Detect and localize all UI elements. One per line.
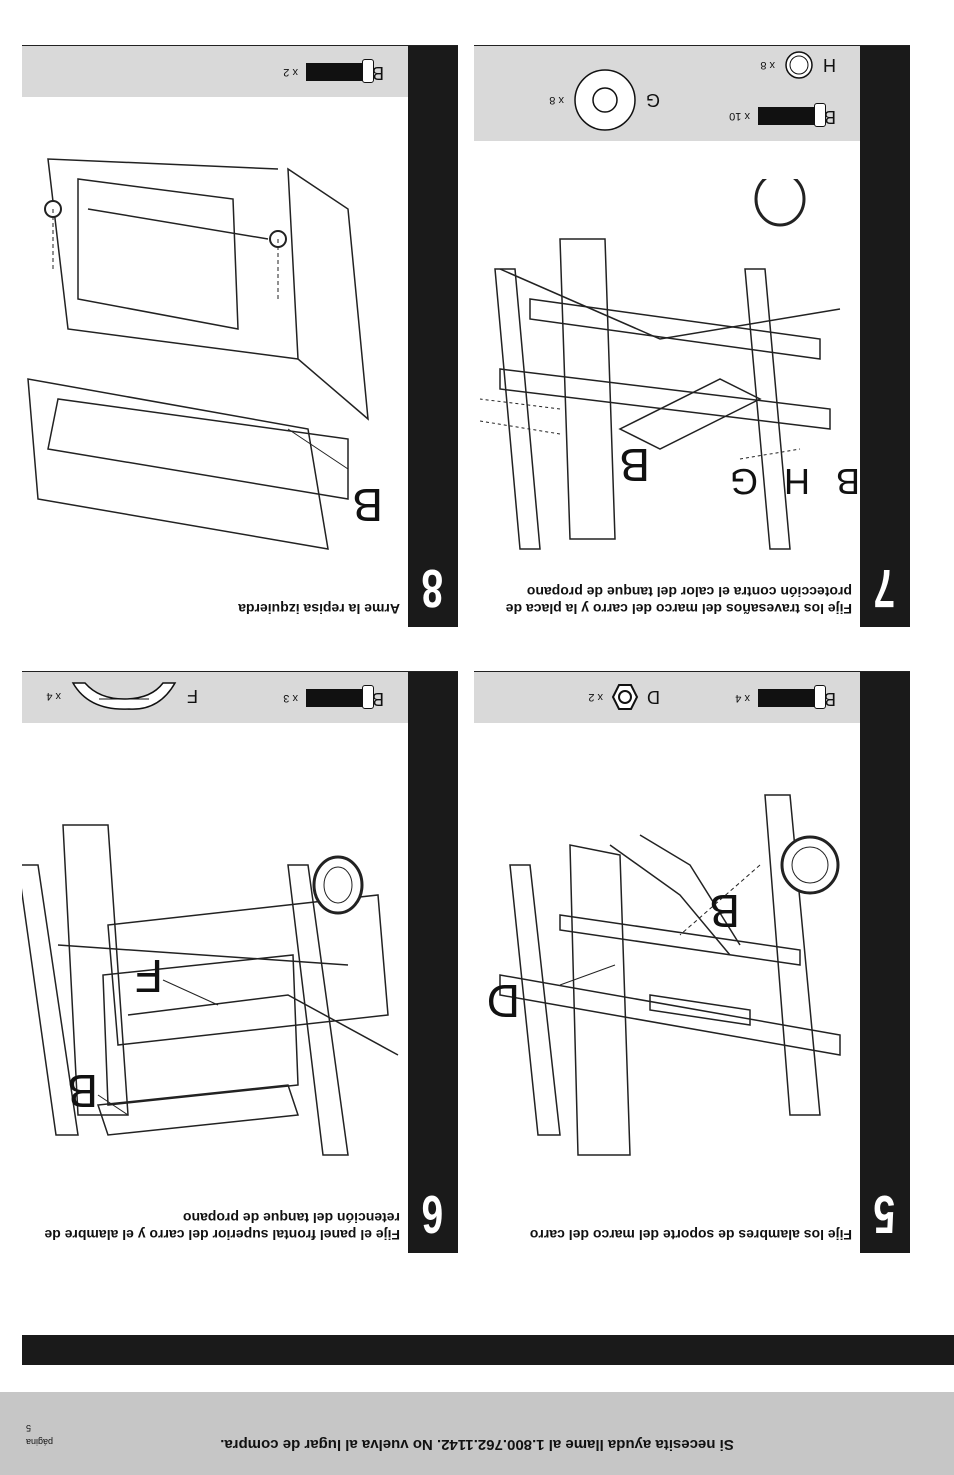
step-number-bar: 7: [860, 45, 910, 627]
step-7-panel: 7 Fije los travesaños del marco del carr…: [474, 45, 910, 627]
step-number-bar: 8: [408, 45, 458, 627]
clip-bracket-icon: [71, 682, 177, 710]
step-number: 6: [422, 1184, 444, 1244]
step-title: Fije los alambres de soporte del marco d…: [529, 1227, 852, 1243]
left-shelf-illustration: B: [27, 158, 383, 550]
part-H: H x 8: [760, 49, 836, 81]
callout-B: B: [709, 885, 740, 937]
bolt-icon: [305, 63, 364, 82]
step-number: 7: [874, 558, 896, 618]
callout-BHG: B H G: [722, 461, 860, 502]
panel-rule: [22, 45, 458, 46]
step-number-bar: 5: [860, 671, 910, 1253]
bolt-icon: [305, 689, 364, 708]
help-text: Si necesita ayuda llame al 1.800.762.114…: [220, 1436, 734, 1453]
step-title: Fije los travesaños del marco del carro …: [505, 584, 852, 617]
step-6-panel: 6 Fije el panel frontal superior del car…: [22, 671, 458, 1253]
step-number-bar: 6: [408, 671, 458, 1253]
bolt-icon: [757, 689, 816, 708]
callout-F: F: [135, 950, 163, 1002]
bolt-icon: [757, 107, 816, 126]
footer: Si necesita ayuda llame al 1.800.762.114…: [0, 1392, 954, 1475]
part-G: G x 8: [549, 67, 660, 133]
part-F: F x 4: [46, 679, 198, 713]
callout-B: B: [352, 479, 383, 531]
callout-B: B: [619, 439, 650, 491]
step-number: 8: [422, 558, 444, 618]
cart-crossbars-illustration: B B H G: [479, 179, 860, 550]
page-number: página 5: [26, 1423, 54, 1447]
step-number: 5: [874, 1184, 896, 1244]
cart-frame-illustration: B D: [487, 794, 841, 1156]
panel-rule: [474, 671, 910, 672]
step-5-panel: 5 Fije los alambres de soporte del marco…: [474, 671, 910, 1253]
panel-rule: [474, 45, 910, 46]
panel-rule: [22, 671, 458, 672]
step-title: Fije el panel frontal superior del carro…: [44, 1210, 400, 1243]
callout-D: D: [487, 975, 520, 1027]
step-title: Arme la repisa izquierda: [238, 601, 400, 617]
lock-washer-icon: [785, 51, 813, 79]
callout-B: B: [67, 1065, 98, 1117]
hex-nut-icon: [611, 684, 639, 710]
washer-icon: [574, 69, 636, 131]
black-banner: [22, 1335, 954, 1365]
cart-front-panel-illustration: F B: [22, 824, 399, 1156]
part-D: D x 2: [588, 683, 660, 711]
